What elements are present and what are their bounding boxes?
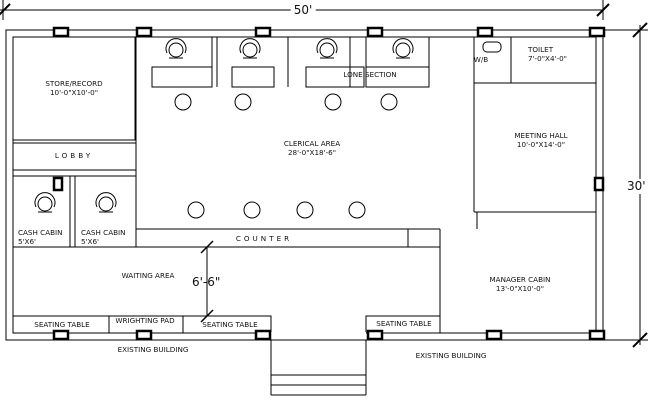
seating-table-1-label: SEATING TABLE bbox=[34, 320, 90, 329]
clerical-area-size: 28'-0"X18'-6" bbox=[287, 147, 337, 157]
waiting-gap-dimension-label: 6'-6" bbox=[192, 275, 221, 289]
counter-outline bbox=[135, 228, 409, 248]
width-dimension-label: 50' bbox=[290, 4, 316, 17]
store-room-name: STORE/RECORD bbox=[45, 79, 103, 88]
toilet-size: 7'-0"X4'-0" bbox=[528, 53, 567, 63]
office-chairs bbox=[34, 38, 414, 213]
lobby-label: LOBBY bbox=[54, 151, 94, 160]
depth-dimension-label: 30' bbox=[627, 179, 646, 194]
meeting-hall-size: 10'-0"X14'-0" bbox=[516, 139, 566, 149]
seating-table-3-label: SEATING TABLE bbox=[376, 319, 432, 328]
cash-cabin-2-name: CASH CABIN bbox=[81, 228, 126, 237]
counter-label: COUNTER bbox=[235, 234, 293, 243]
manager-cabin-label: MANAGER CABIN 13'-0"X10'-0" bbox=[489, 275, 551, 293]
meeting-hall-label: MEETING HALL 10'-0"X14'-0" bbox=[514, 131, 568, 149]
writing-pad-label: WRIGHTING PAD bbox=[115, 316, 175, 325]
cash-cabin-1-size: 5'X6' bbox=[18, 236, 37, 246]
manager-cabin-name: MANAGER CABIN bbox=[489, 275, 551, 284]
cash-cabin-2-label: CASH CABIN 5'X6' bbox=[81, 228, 126, 246]
existing-building-right-label: EXISTING BUILDING bbox=[415, 351, 487, 360]
cash-cabin-2-size: 5'X6' bbox=[81, 236, 100, 246]
manager-cabin-size: 13'-0"X10'-0" bbox=[495, 283, 545, 293]
clerical-area-name: CLERICAL AREA bbox=[283, 139, 341, 148]
seating-table-2-label: SEATING TABLE bbox=[202, 320, 258, 329]
columns bbox=[52, 26, 606, 341]
loan-section-label: LONE SECTION bbox=[343, 70, 397, 79]
wash-basin-label: W/B bbox=[473, 55, 489, 64]
clerical-area-label: CLERICAL AREA 28'-0"X18'-6" bbox=[283, 139, 341, 157]
meeting-hall-name: MEETING HALL bbox=[514, 131, 568, 140]
cash-cabin-1-label: CASH CABIN 5'X6' bbox=[18, 228, 63, 246]
outer-wall bbox=[5, 29, 604, 341]
cash-cabin-1-name: CASH CABIN bbox=[18, 228, 63, 237]
waiting-area-label: WAITING AREA bbox=[121, 271, 175, 280]
store-room-size: 10'-0"X10'-0" bbox=[49, 87, 99, 97]
toilet-label: TOILET 7'-0"X4'-0" bbox=[528, 45, 567, 63]
store-room-label: STORE/RECORD 10'-0"X10'-0" bbox=[45, 79, 103, 97]
existing-building-left-label: EXISTING BUILDING bbox=[117, 345, 189, 354]
toilet-name: TOILET bbox=[528, 45, 554, 54]
chairs bbox=[174, 93, 398, 219]
